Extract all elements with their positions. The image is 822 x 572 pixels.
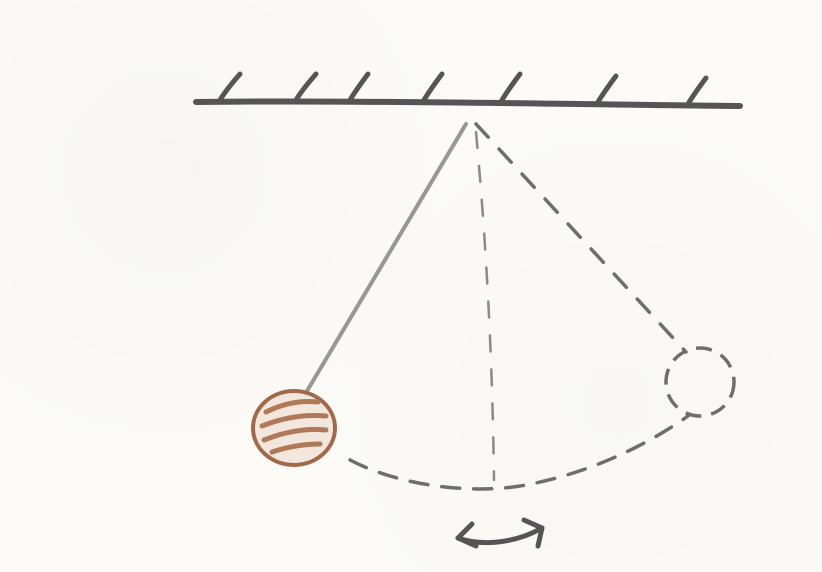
dashed-swing-arc: [350, 416, 688, 489]
pendulum-bob: [253, 391, 335, 465]
ceiling-line: [196, 101, 740, 106]
hatch-mark: [688, 78, 706, 104]
hatch-mark: [296, 74, 316, 100]
ceiling-support: [196, 74, 740, 106]
dashed-pendulum-string: [476, 124, 686, 352]
motion-arrow-icon: [458, 520, 542, 546]
motion-arrow-head-left: [458, 524, 476, 546]
dashed-equilibrium-line: [476, 132, 494, 480]
dashed-pendulum-bob: [666, 348, 734, 416]
hatch-mark: [220, 74, 240, 100]
hatch-mark: [350, 74, 368, 100]
motion-arrow-curve: [458, 528, 542, 543]
hatch-mark: [424, 74, 442, 100]
pendulum-string: [304, 124, 466, 396]
hatch-mark: [598, 76, 616, 102]
hatch-mark: [502, 74, 520, 100]
